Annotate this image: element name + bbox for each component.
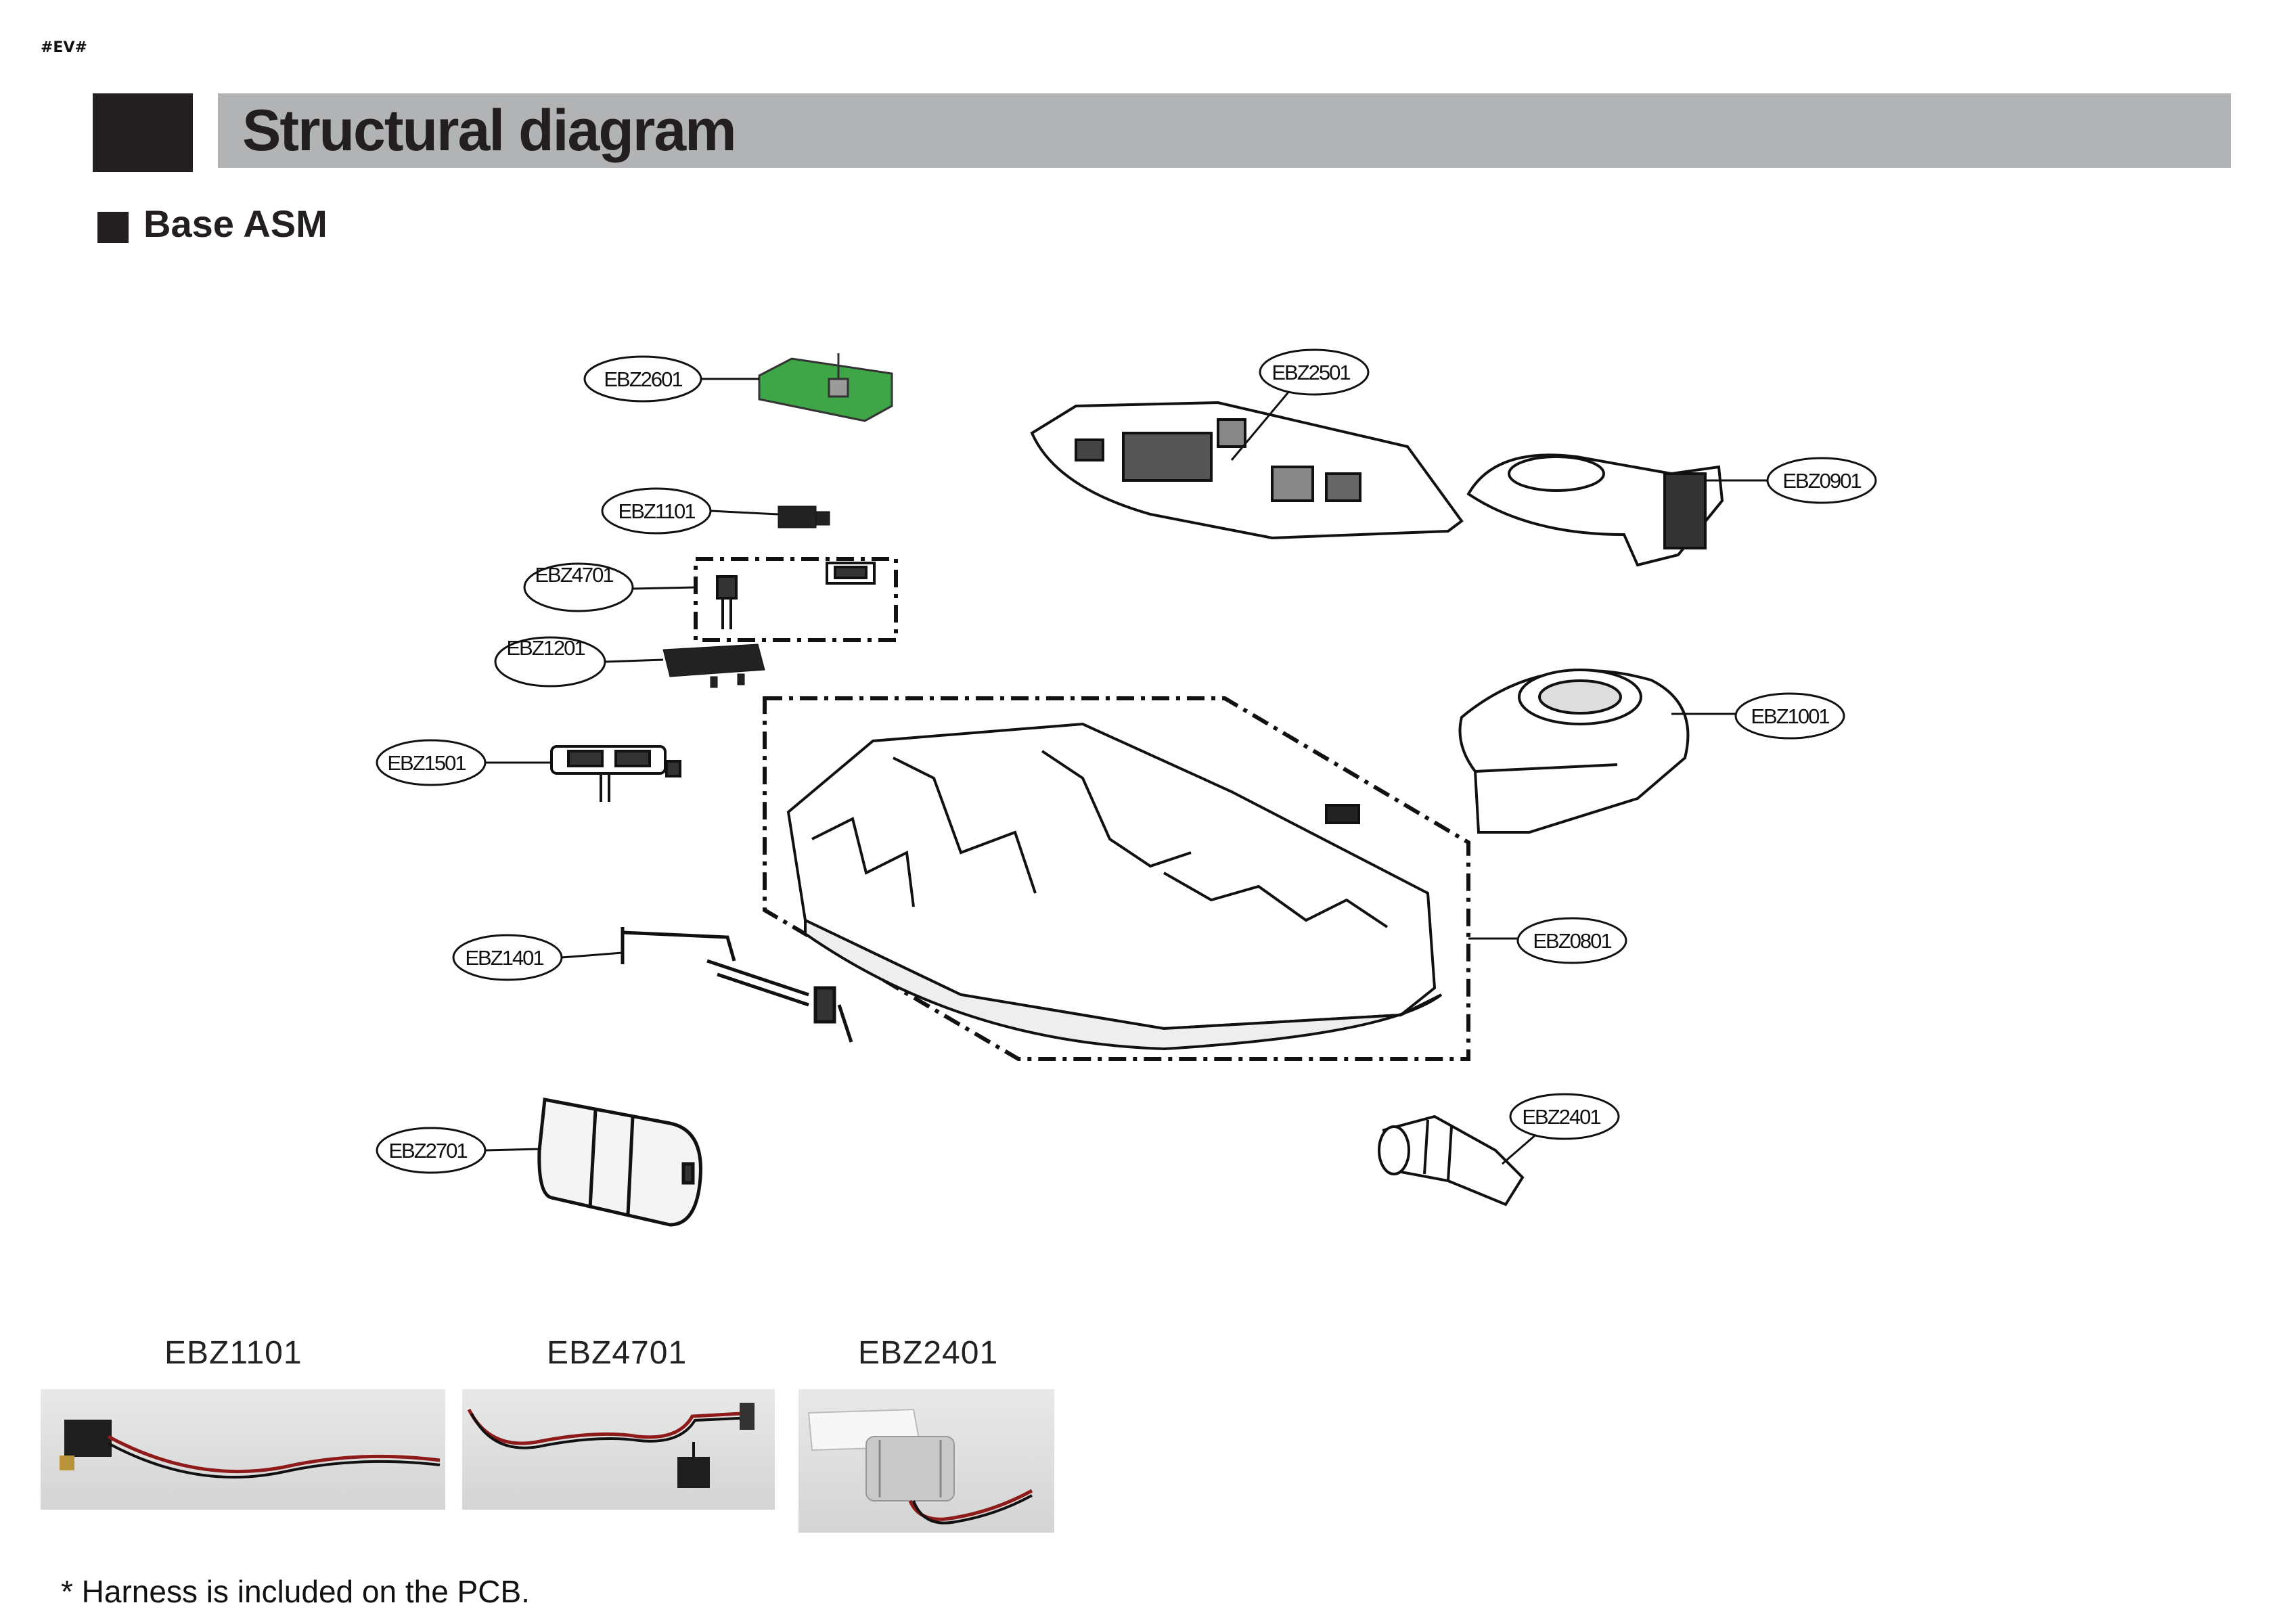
callout-ebz0901: EBZ0901 [1766, 457, 1877, 504]
ebz1201-part [662, 644, 765, 688]
svg-text:EBZ2401: EBZ2401 [1522, 1105, 1600, 1129]
callout-ebz1501: EBZ1501 [376, 739, 487, 786]
ebz2501-part [1030, 401, 1464, 540]
ebz2601-part [758, 353, 893, 422]
ebz4701-part [716, 562, 876, 629]
ebz1101-part [778, 505, 830, 528]
section-title: Base ASM [143, 202, 328, 245]
callout-ebz1401: EBZ1401 [452, 934, 563, 981]
svg-text:EBZ1201: EBZ1201 [506, 636, 585, 660]
photo-ebz4701 [462, 1389, 775, 1510]
svg-text:EBZ4701: EBZ4701 [535, 563, 613, 587]
svg-text:EBZ2701: EBZ2701 [388, 1139, 467, 1163]
svg-text:EBZ2601: EBZ2601 [604, 367, 682, 391]
callout-ebz1101: EBZ1101 [601, 487, 712, 535]
callout-ebz2401: EBZ2401 [1509, 1093, 1620, 1140]
ebz2401-part [1378, 1114, 1525, 1206]
ebz2701-part [537, 1098, 702, 1227]
svg-text:EBZ1001: EBZ1001 [1751, 704, 1829, 728]
ebz0801-group-box [763, 696, 1470, 1061]
ebz0801-part [786, 722, 1443, 1051]
callout-ebz0801: EBZ0801 [1516, 917, 1627, 964]
callout-ebz4701: EBZ4701 [523, 562, 634, 612]
page-title: Structural diagram [242, 98, 737, 163]
svg-text:EBZ2501: EBZ2501 [1271, 361, 1350, 384]
svg-text:EBZ1501: EBZ1501 [387, 751, 466, 775]
callout-ebz2601: EBZ2601 [583, 355, 702, 403]
ebz1001-part [1458, 669, 1690, 834]
callout-ebz1201: EBZ1201 [494, 636, 606, 687]
svg-text:EBZ1101: EBZ1101 [618, 499, 696, 523]
title-bar [218, 93, 2231, 168]
callout-ebz1001: EBZ1001 [1734, 692, 1845, 740]
page-tag: #EV# [41, 39, 87, 56]
photo-label-ebz4701: EBZ4701 [547, 1335, 688, 1371]
photo-label-ebz1101: EBZ1101 [164, 1335, 302, 1371]
ebz1501-part [550, 745, 681, 802]
footnote: * Harness is included on the PCB. [61, 1574, 530, 1609]
callout-ebz2701: EBZ2701 [376, 1127, 487, 1174]
ebz1401-part [621, 927, 853, 1043]
photo-ebz2401 [798, 1389, 1054, 1533]
section-bullet [97, 212, 129, 243]
callout-ebz2501: EBZ2501 [1259, 348, 1370, 396]
title-block [93, 93, 193, 172]
svg-text:EBZ1401: EBZ1401 [465, 946, 543, 970]
svg-text:EBZ0801: EBZ0801 [1533, 929, 1611, 953]
ebz0901-part [1466, 453, 1724, 567]
svg-text:EBZ0901: EBZ0901 [1782, 469, 1861, 493]
photo-label-ebz2401: EBZ2401 [858, 1335, 999, 1371]
photo-ebz1101 [41, 1389, 445, 1510]
